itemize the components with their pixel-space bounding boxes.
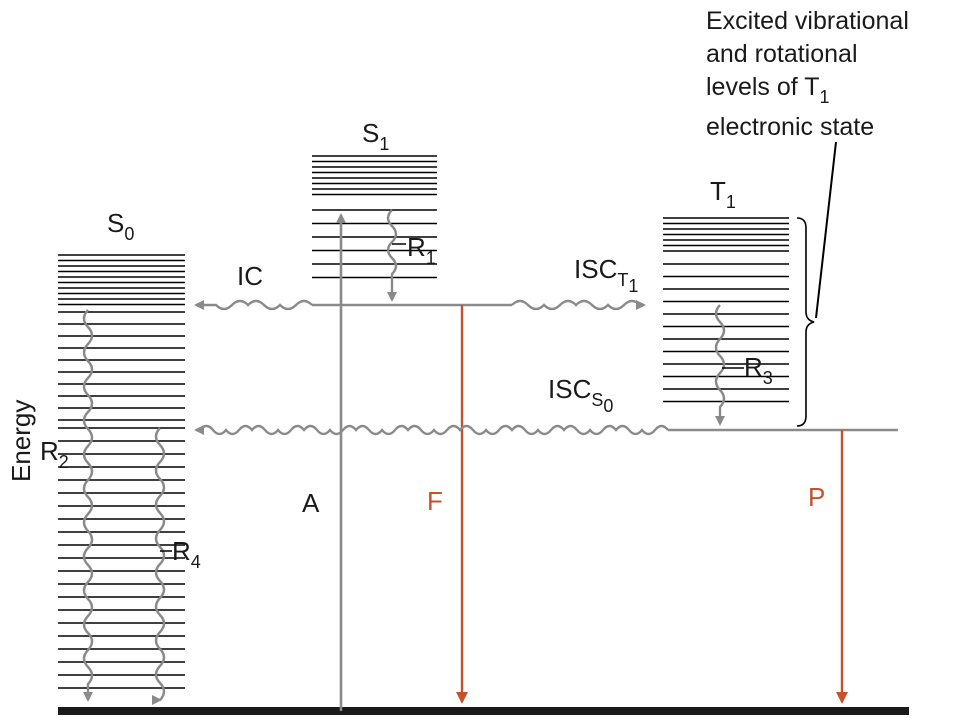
- annotation-line-3: levels of T1: [706, 73, 830, 107]
- t1-levels-bracket: [796, 217, 815, 427]
- r4-relaxation-wave: [154, 427, 170, 702]
- isc-t1-wave: [511, 299, 646, 311]
- s1-vibrational-levels: [312, 155, 437, 279]
- isc-s0-wave: [194, 424, 669, 436]
- r1-label: R1: [407, 232, 436, 268]
- r2-label: R2: [40, 436, 69, 472]
- absorption-label: A: [302, 488, 320, 518]
- ic-label: IC: [237, 261, 263, 291]
- r4-label: R4: [172, 536, 201, 572]
- s0-label: S0: [107, 208, 134, 244]
- isc-t1-label: ISCT1: [574, 254, 638, 296]
- r2-relaxation-wave: [82, 309, 94, 702]
- internal-conversion-wave: [194, 299, 313, 311]
- r3-label: R3: [744, 352, 773, 388]
- s0-vibrational-levels: [58, 254, 185, 689]
- annotation-pointer: [815, 141, 837, 319]
- t1-vibrational-levels: [663, 217, 789, 403]
- s1-label: S1: [362, 118, 389, 154]
- r1-relaxation-wave: [386, 209, 398, 302]
- phosphorescence-label: P: [808, 482, 825, 512]
- r3-relaxation-wave: [714, 304, 726, 426]
- isc-s0-label: ISCS0: [548, 374, 613, 416]
- fluorescence-label: F: [427, 486, 443, 516]
- annotation-line-2: and rotational: [706, 40, 858, 68]
- annotation-line-1: Excited vibrational: [706, 7, 909, 35]
- annotation-line-4: electronic state: [706, 113, 874, 141]
- t1-label: T1: [710, 176, 736, 212]
- energy-axis-label: Energy: [6, 400, 36, 482]
